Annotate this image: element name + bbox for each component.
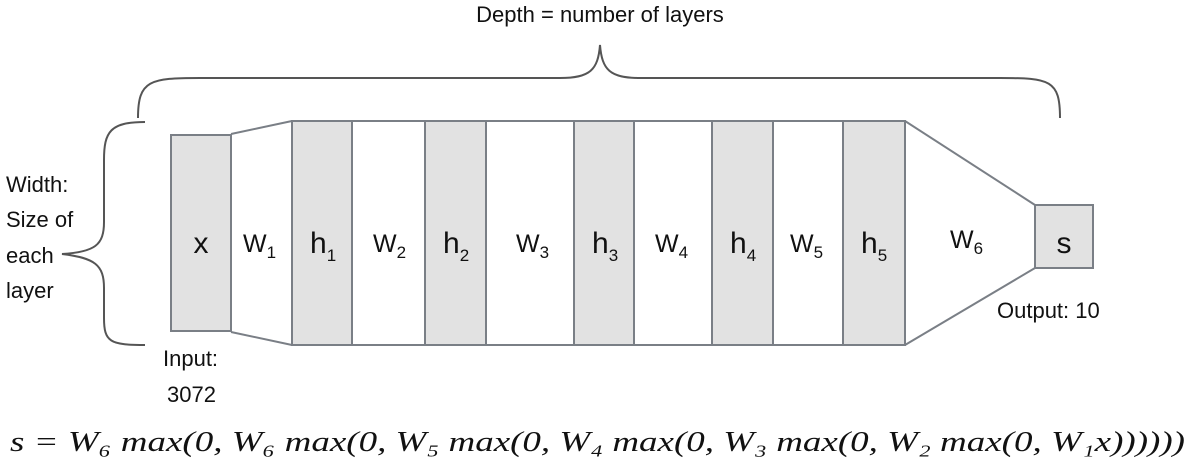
w4-sub: 4: [679, 243, 688, 262]
h2-sub: 2: [460, 246, 469, 265]
w3-main: W: [516, 230, 540, 258]
w3-sub: 3: [540, 243, 549, 262]
w6-main: W: [950, 226, 974, 254]
h1-sub: 1: [327, 246, 336, 265]
w4-main: W: [655, 230, 679, 258]
h2-label: h2: [443, 227, 469, 265]
input-layer-x: [170, 134, 232, 332]
h3-label: h3: [592, 227, 618, 265]
w1-sub: 1: [267, 243, 276, 262]
input-layer-label: x: [194, 227, 209, 260]
h4-main: h: [730, 227, 747, 260]
w3-label: W3: [516, 230, 549, 262]
hidden-layer-h1: [291, 120, 353, 346]
hidden-layer-h5: [842, 120, 906, 346]
hidden-layer-h3: [573, 120, 635, 346]
depth-brace: [137, 44, 1061, 119]
output-layer-label: s: [1057, 227, 1072, 260]
width-label-line: each: [6, 243, 54, 268]
h5-sub: 5: [878, 246, 887, 265]
h3-sub: 3: [609, 246, 618, 265]
w4-label: W4: [655, 230, 688, 262]
input-size-value: 3072: [167, 382, 216, 407]
h1-main: h: [310, 227, 327, 260]
width-label-line: Width:: [6, 172, 68, 197]
hidden-layer-h2: [424, 120, 487, 346]
h1-label: h1: [310, 227, 336, 265]
w1-label: W1: [243, 230, 276, 262]
h4-sub: 4: [747, 246, 756, 265]
w6-label: W6: [950, 226, 983, 258]
width-label: Width: Size of each layer: [6, 172, 74, 303]
input-size-label: Input:: [163, 346, 218, 371]
output-size-label: Output: 10: [997, 298, 1100, 323]
h3-main: h: [592, 227, 609, 260]
w5-sub: 5: [814, 243, 823, 262]
w5-label: W5: [790, 230, 823, 262]
w6-sub: 6: [974, 239, 983, 258]
hidden-layer-h4: [711, 120, 774, 346]
width-label-line: Size of: [6, 207, 74, 232]
w5-main: W: [790, 230, 814, 258]
h5-label: h5: [861, 227, 887, 265]
output-layer-s: [1034, 204, 1094, 269]
w1-main: W: [243, 230, 267, 258]
w2-label: W2: [373, 230, 406, 262]
w2-main: W: [373, 230, 397, 258]
w2-sub: 2: [397, 243, 406, 262]
h4-label: h4: [730, 227, 756, 265]
width-label-line: layer: [6, 278, 54, 303]
connector-lines: [230, 120, 1036, 346]
depth-label: Depth = number of layers: [476, 2, 724, 27]
network-equation: s = W₆ max(0, W₆ max(0, W₅ max(0, W₄ max…: [10, 426, 1185, 458]
h5-main: h: [861, 227, 878, 260]
width-brace: [61, 121, 146, 346]
h2-main: h: [443, 227, 460, 260]
